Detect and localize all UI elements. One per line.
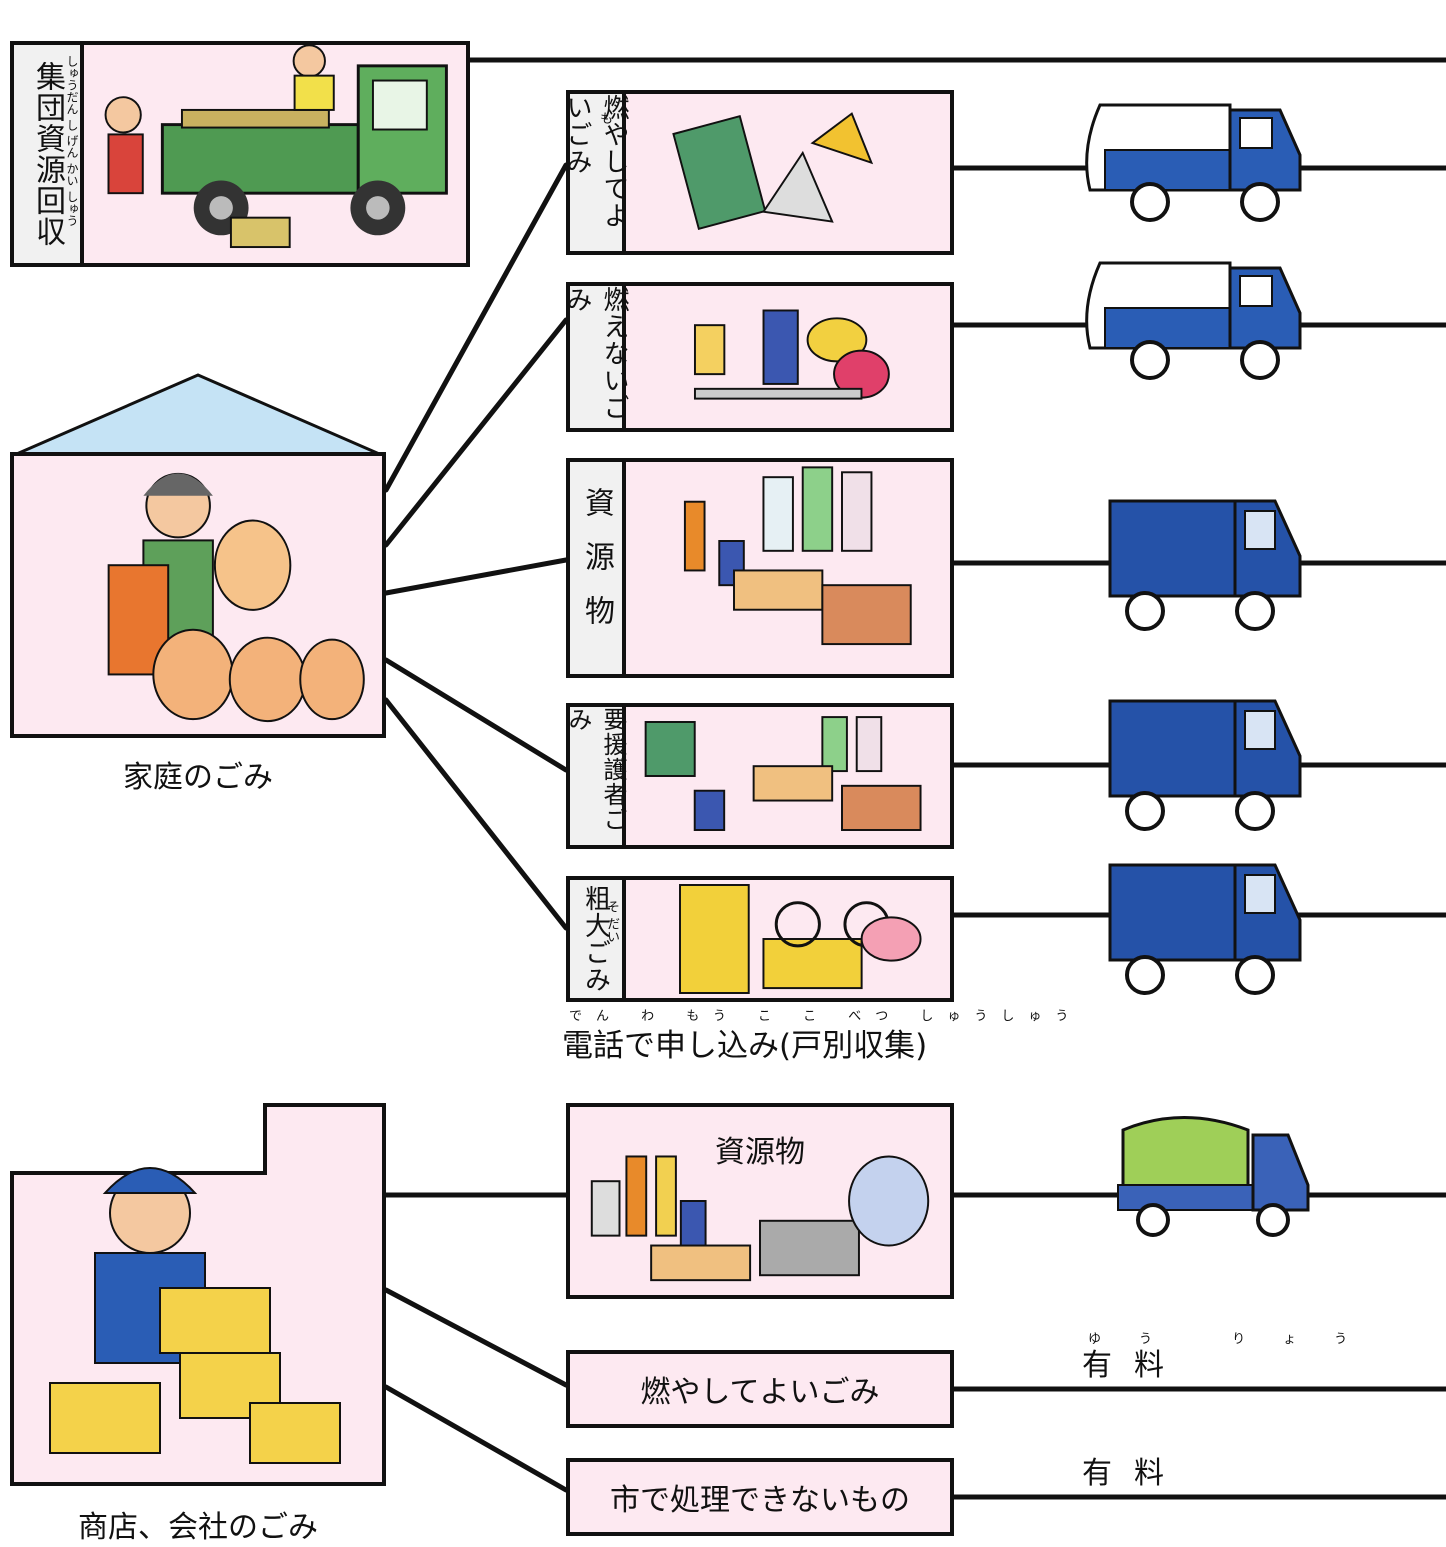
box-truck-icon [1100, 850, 1310, 1000]
category-nonburnable-label: 燃えないごみ [562, 286, 629, 421]
phone-note-ruby: でん わ もう こ こ べつ しゅうしゅう [569, 1009, 1083, 1024]
group-collection-label: 集団資源回収 [30, 61, 65, 247]
packer-truck-icon [1085, 248, 1310, 383]
business-resources-box: 資源物 [566, 1103, 954, 1299]
household-box [10, 452, 386, 738]
open-truck-icon [1108, 1110, 1313, 1240]
connector-resources [383, 557, 569, 596]
fee-1-ruby: ゆう りょう [1088, 1332, 1386, 1347]
category-oversized-box: 粗大ごみ そ だい [566, 876, 954, 1002]
business-burnable-box: 燃やしてよいごみ [566, 1350, 954, 1428]
phone-note: 電話で申し込み(戸別収集) [562, 1028, 928, 1064]
burnable-illustration [626, 94, 950, 251]
household-caption: 家庭のごみ [123, 760, 273, 795]
fee-2-label: 有料 [1082, 1456, 1186, 1491]
connector-nonburnable [383, 317, 569, 548]
household-house [10, 372, 386, 738]
connector-biz-unprocessable [383, 1384, 569, 1493]
business-resources-label: 資源物 [715, 1135, 805, 1170]
business-building [10, 1103, 386, 1486]
connector-assistance [383, 657, 569, 773]
collection-truck-illustration [84, 45, 466, 263]
business-resources-illustration [590, 1155, 930, 1282]
business-caption: 商店、会社のごみ [78, 1510, 318, 1545]
category-burnable-label: 燃やしてよいごみ [562, 94, 629, 229]
box-truck-icon [1100, 486, 1310, 636]
category-burnable-box: 燃やしてよいごみ も [562, 90, 954, 255]
business-building-outline [10, 1103, 386, 1486]
category-assistance-box: 要援護者ごみ [564, 703, 954, 849]
fee-1-label: 有料 [1082, 1348, 1186, 1383]
category-oversized-label: 粗大ごみ [580, 885, 611, 993]
box-truck-icon [1100, 686, 1310, 836]
packer-truck-icon [1085, 90, 1310, 225]
house-roof [11, 373, 385, 458]
category-burnable-ruby: も [600, 112, 614, 127]
category-assistance-label: 要援護者ごみ [564, 707, 627, 832]
connector-biz-burnable [383, 1287, 569, 1388]
assistance-illustration [626, 707, 950, 845]
group-collection-label-area: 集団資源回収 しゅうだん し げん かい しゅう [14, 45, 84, 263]
nonburnable-illustration [626, 286, 950, 428]
category-oversized-ruby: そ だい [604, 900, 619, 944]
category-resources-label: 資源物 [579, 487, 614, 649]
group-collection-ruby: しゅうだん し げん かい しゅう [65, 55, 79, 227]
category-nonburnable-box: 燃えないごみ [562, 282, 954, 432]
household-illustration [107, 472, 365, 723]
business-unprocessable-box: 市で処理できないもの [566, 1458, 954, 1536]
oversized-illustration [626, 880, 950, 998]
connector-oversized [383, 697, 569, 931]
category-resources-box: 資源物 [566, 458, 954, 678]
group-collection-box: 集団資源回収 しゅうだん し げん かい しゅう [10, 41, 470, 267]
resources-illustration [626, 462, 950, 674]
connector-burnable [383, 162, 569, 493]
